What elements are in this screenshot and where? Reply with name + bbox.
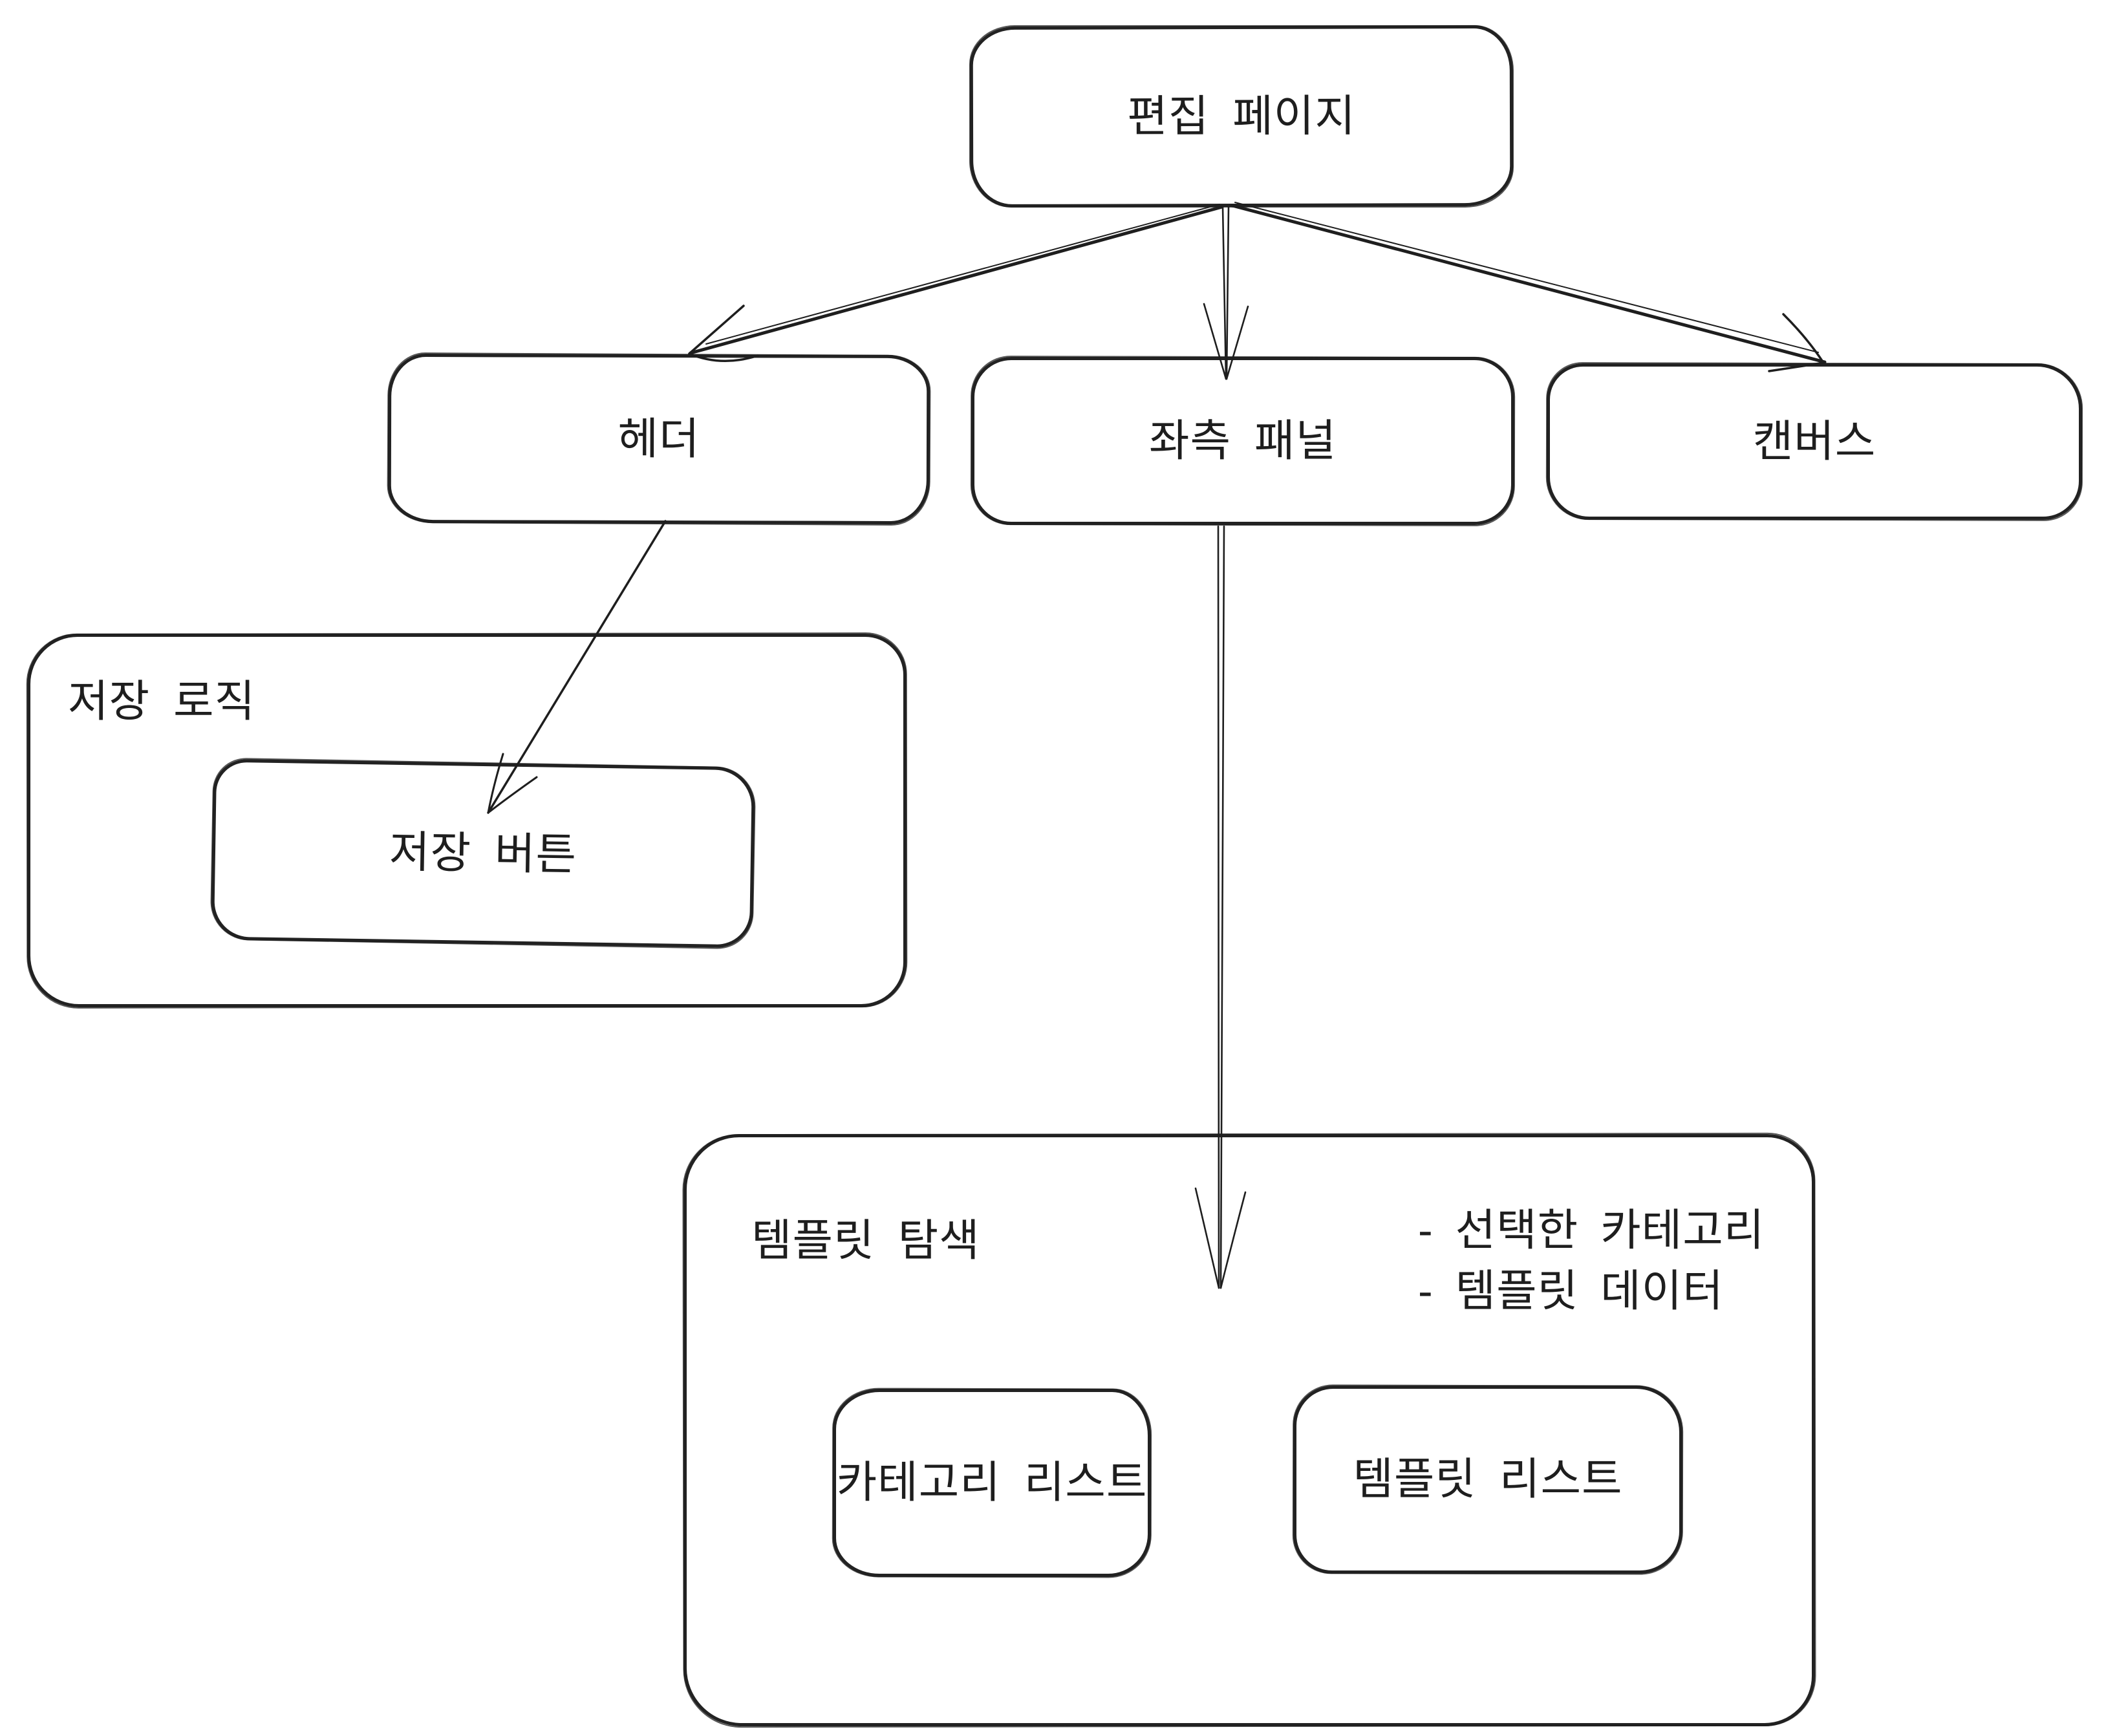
node-header: 헤더 [387,353,930,525]
note-selected-category: - 선택한 카테고리 [1418,1206,1765,1255]
node-save-button: 저장 버튼 [210,758,756,948]
node-template-list-label: 템플릿 리스트 [1353,1455,1623,1505]
edge-edit-page-to-canvas [1230,202,1827,372]
template-browse-notes: - 선택한 카테고리 - 템플릿 데이터 [1418,1200,1765,1322]
node-canvas: 캔버스 [1547,363,2082,520]
node-category-list-label: 카테고리 리스트 [836,1458,1148,1508]
node-save-button-label: 저장 버튼 [389,827,577,880]
node-category-list: 카테고리 리스트 [833,1389,1151,1577]
node-canvas-label: 캔버스 [1752,416,1876,466]
node-edit-page-label: 편집 페이지 [1127,91,1356,142]
edge-edit-page-to-left-panel [1203,206,1249,380]
node-left-panel-label: 좌측 패널 [1148,416,1337,466]
node-header-label: 헤더 [618,414,700,464]
node-save-logic-label: 저장 로직 [68,677,256,726]
node-edit-page: 편집 페이지 [969,25,1514,208]
node-left-panel: 좌측 패널 [971,357,1514,525]
node-template-browse-label: 템플릿 탐색 [751,1216,980,1265]
note-template-data: - 템플릿 데이터 [1418,1267,1724,1316]
edge-edit-page-to-header [688,204,1224,363]
node-template-list: 템플릿 리스트 [1293,1386,1682,1574]
